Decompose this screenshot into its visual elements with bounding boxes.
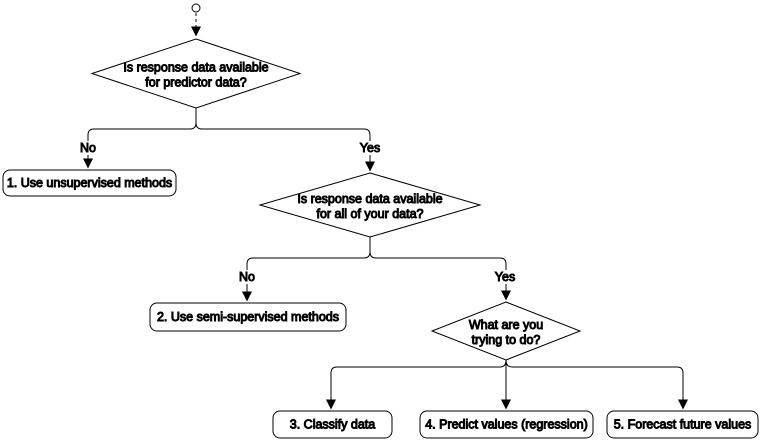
decision-2-line-2: for all of your data? [316,207,423,221]
outcome-2-label: 2. Use semi-supervised methods [157,310,339,324]
decision-3-line-2: trying to do? [472,333,541,347]
outcome-1-label: 1. Use unsupervised methods [7,176,172,190]
decision-3-line-1: What are you [469,318,543,332]
decision-1-line-2: for predictor data? [145,76,246,90]
decision-2-line-1: Is response data available [297,192,442,206]
outcome-4-label: 4. Predict values (regression) [425,418,588,432]
outcome-1-box [2,169,177,197]
edge-decision-1-no [83,108,197,169]
outcome-4-box [419,410,594,439]
branch-label-yes-2: Yes [495,270,515,284]
decision-1-line-1: Is response data available [123,61,268,75]
outcome-5-box [606,410,759,439]
outcome-3-label: 3. Classify data [290,418,376,432]
edge-decision-3-classify [326,359,507,410]
branch-label-bg [78,141,98,155]
branch-label-bg [358,141,383,155]
flowchart-graph: Is response data available for predictor… [2,3,759,439]
edge-decision-1-yes [195,108,375,172]
branch-label-bg [237,270,257,284]
outcome-5-label: 5. Forecast future values [614,418,752,432]
branch-label-no-1: No [80,141,96,155]
edge-decision-2-yes [369,237,511,301]
outcome-2-box [149,302,347,332]
edge-decision-3-forecast [505,359,688,410]
branch-label-bg [493,270,518,284]
branch-label-no-2: No [239,270,255,284]
start-node [191,3,201,13]
edge-decision-2-no [242,237,371,302]
outcome-3-box [272,410,393,439]
branch-label-yes-1: Yes [360,141,380,155]
